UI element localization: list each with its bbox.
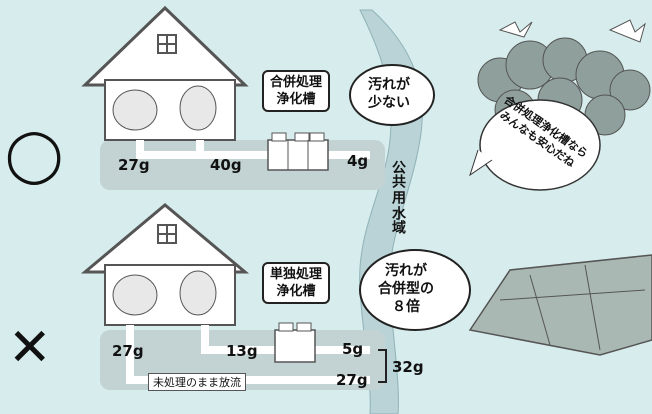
speech-bubble-forest — [479, 99, 601, 191]
bubble-bad-line1: 汚れが — [385, 263, 427, 279]
good-value-outflow: 4g — [347, 152, 369, 170]
river-label-3: 水域 — [390, 206, 406, 234]
bubble-bad-text: 汚れが 合併型の ８倍 — [378, 262, 434, 316]
river-label-1: 公共 — [390, 160, 406, 188]
tank-label-good-line1: 合併処理 — [270, 75, 323, 90]
bubble-bad-line3: ８倍 — [392, 299, 420, 315]
tank-label-bad-line1: 単独処理 — [270, 267, 323, 282]
good-value-bath: 27g — [118, 156, 150, 174]
tank-label-good: 合併処理 浄化槽 — [262, 70, 331, 112]
tank-label-good-line2: 浄化槽 — [276, 92, 316, 107]
bad-value-toilet: 13g — [226, 342, 258, 360]
good-value-toilet: 40g — [210, 156, 242, 174]
bubble-good-line2: 少ない — [368, 95, 410, 111]
river-label: 公共 用 水域 — [388, 160, 408, 234]
tank-label-bad: 単独処理 浄化槽 — [262, 262, 331, 304]
bad-value-bath: 27g — [112, 342, 144, 360]
house-bad — [80, 203, 250, 326]
bad-value-total: 32g — [392, 358, 424, 376]
bubble-bad — [359, 249, 471, 331]
bubble-bad-line2: 合併型の — [378, 281, 434, 297]
septic-tank-bad — [274, 322, 316, 363]
bad-value-treated: 5g — [342, 340, 364, 358]
mark-bad: ✕ — [8, 318, 52, 378]
bird-icon — [498, 21, 533, 38]
bubble-good-text: 汚れが 少ない — [368, 76, 410, 112]
septic-tank-good — [267, 132, 329, 171]
mark-good: ◯ — [5, 125, 64, 185]
bubble-good-line1: 汚れが — [368, 77, 410, 93]
pipe-bad-untreated — [126, 325, 370, 384]
house-good — [81, 5, 249, 141]
bad-value-untreated: 27g — [336, 371, 368, 389]
tank-label-bad-line2: 浄化槽 — [276, 284, 316, 299]
bird-icon-2 — [608, 19, 646, 43]
untreated-note: 未処理のまま放流 — [148, 373, 246, 391]
total-bracket — [378, 349, 387, 383]
river-label-2: 用 — [390, 190, 406, 204]
bubble-good — [349, 64, 435, 126]
farm-fields — [468, 254, 652, 356]
